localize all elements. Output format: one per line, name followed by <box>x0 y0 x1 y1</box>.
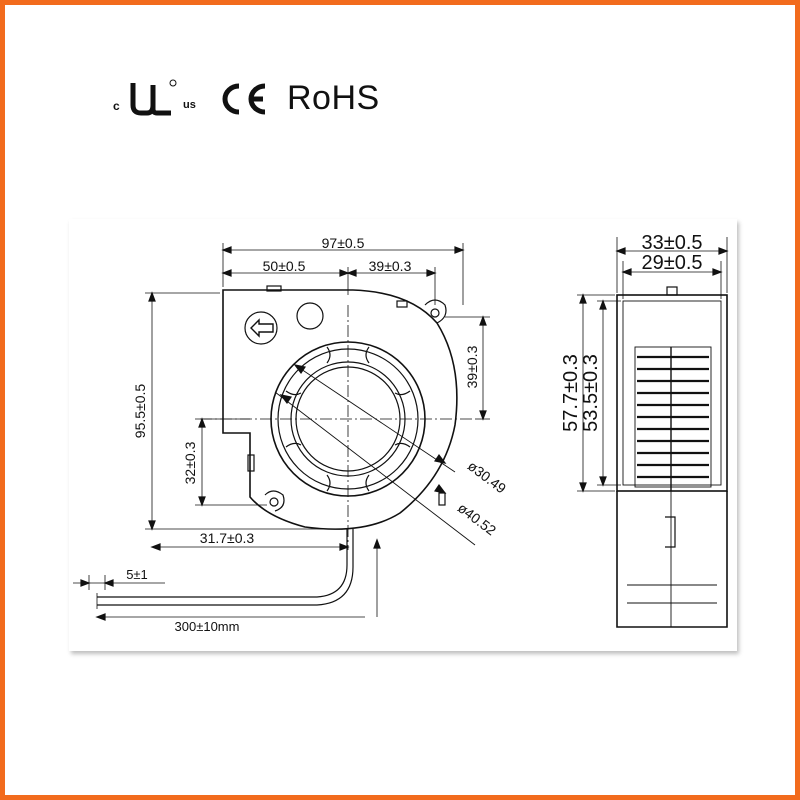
dim-width-right: 39±0.3 <box>369 258 412 274</box>
dim-wire-length: 300±10mm <box>175 619 240 634</box>
side-vent <box>634 346 712 488</box>
technical-drawing-panel: 97±0.5 50±0.5 39±0.3 95.5±0.5 39±0.3 32±… <box>69 219 737 651</box>
rotation-arrow-icon <box>250 318 274 338</box>
lead-wire <box>97 529 348 598</box>
arrow-badge <box>244 311 278 345</box>
label-hole <box>296 302 324 330</box>
dim-outer-diameter: ø40.52 <box>455 500 500 539</box>
dim-side-height-outer: 57.7±0.3 <box>560 354 582 432</box>
certification-marks: c us RoHS <box>105 75 425 125</box>
dim-width-left: 50±0.5 <box>263 258 306 274</box>
dim-side-height-inner: 53.5±0.3 <box>580 354 602 432</box>
front-housing-outline <box>222 289 458 530</box>
dim-height-left: 32±0.3 <box>182 441 198 484</box>
dim-inner-diameter: ø30.49 <box>465 458 510 497</box>
ul-c-prefix: c <box>113 99 120 113</box>
mount-hole-top <box>430 308 440 318</box>
dim-width-overall: 97±0.5 <box>322 235 365 251</box>
dim-side-width-inner: 29±0.5 <box>641 252 702 274</box>
side-body-lower <box>616 491 728 628</box>
mount-hole-bottom <box>269 497 279 507</box>
fan-drawing: 97±0.5 50±0.5 39±0.3 95.5±0.5 39±0.3 32±… <box>73 232 729 634</box>
dim-height-right: 39±0.3 <box>464 345 480 388</box>
front-view <box>73 243 490 621</box>
ce-mark-icon <box>222 83 266 115</box>
ul-logo-icon <box>130 79 177 116</box>
dim-inlet-offset: 31.7±0.3 <box>200 530 255 546</box>
dim-height-overall: 95.5±0.5 <box>132 384 148 439</box>
side-view <box>577 237 729 628</box>
rohs-mark: RoHS <box>287 79 380 117</box>
dim-wire-strip: 5±1 <box>126 567 148 582</box>
dim-side-width-outer: 33±0.5 <box>641 232 702 254</box>
ul-us-suffix: us <box>183 99 196 111</box>
